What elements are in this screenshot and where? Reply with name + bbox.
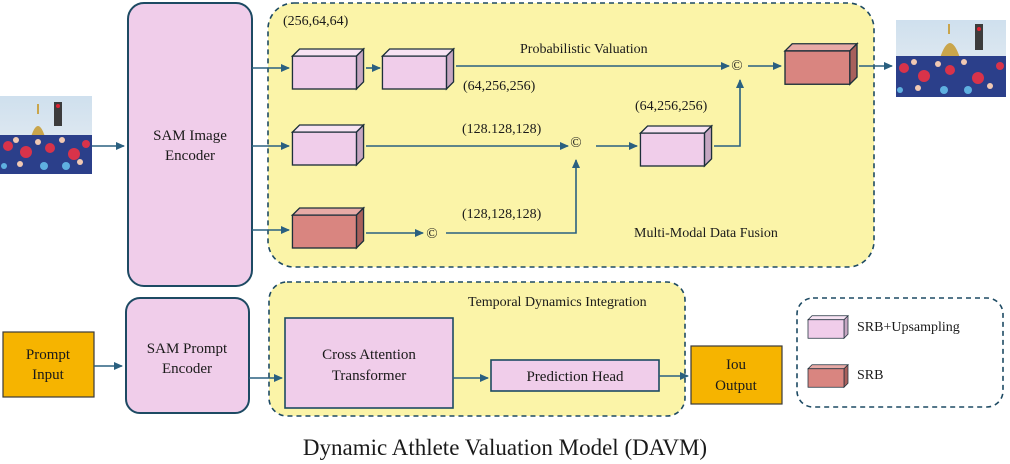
- dim-label-2: (64,256,256): [463, 79, 536, 94]
- prediction-head-label: Prediction Head: [526, 369, 624, 385]
- dim-label-4: (64,256,256): [635, 99, 708, 114]
- iou-output-label-2: Output: [715, 378, 758, 394]
- sam-image-encoder: SAM Image Encoder: [127, 2, 253, 287]
- concat-symbol-2: ©: [570, 135, 581, 151]
- legend-srb-upsampling-label: SRB+Upsampling: [857, 320, 960, 335]
- prompt-input-label-2: Input: [32, 367, 64, 383]
- bottom-arrows: [94, 362, 689, 382]
- output-image: [896, 20, 1006, 97]
- srb-upsampling-block-3: [291, 124, 365, 166]
- legend-srb-label: SRB: [857, 368, 883, 383]
- fusion-arrows: [92, 62, 893, 237]
- dim-label-3: (128.128,128): [462, 122, 542, 137]
- probabilistic-valuation-title: Probabilistic Valuation: [520, 42, 648, 57]
- concat-symbol-1: ©: [731, 58, 742, 74]
- fusion-panel: (256,64,64) Probabilistic Valuation (64,…: [267, 2, 875, 268]
- legend: SRB+Upsampling SRB: [796, 297, 1004, 408]
- temporal-panel-title: Temporal Dynamics Integration: [468, 295, 647, 310]
- sam-image-encoder-label-2: Encoder: [165, 148, 215, 164]
- concat-symbol-3: ©: [426, 226, 437, 242]
- iou-output: Iou Output: [690, 345, 783, 405]
- sam-prompt-encoder: SAM Prompt Encoder: [125, 297, 250, 414]
- dim-label-5: (128,128,128): [462, 207, 542, 222]
- srb-upsampling-block-4: [639, 125, 713, 167]
- cross-attention-label-1: Cross Attention: [322, 347, 416, 363]
- legend-red-cube: [807, 364, 849, 388]
- srb-upsampling-block-2: [381, 48, 455, 90]
- sam-prompt-encoder-label-2: Encoder: [162, 361, 212, 377]
- multi-modal-fusion-title: Multi-Modal Data Fusion: [634, 226, 778, 241]
- srb-block-output: [784, 43, 858, 85]
- cross-attention-label-2: Transformer: [332, 368, 406, 384]
- prompt-input-label-1: Prompt: [26, 347, 71, 363]
- srb-block-1: [291, 207, 365, 249]
- sam-prompt-encoder-label-1: SAM Prompt: [147, 341, 228, 357]
- prompt-input: Prompt Input: [2, 331, 95, 398]
- sam-image-encoder-label-1: SAM Image: [153, 128, 227, 144]
- figure-caption: Dynamic Athlete Valuation Model (DAVM): [303, 435, 707, 460]
- input-image: [0, 96, 92, 174]
- cross-attention-transformer: [284, 317, 454, 409]
- srb-upsampling-block-1: [291, 48, 365, 90]
- iou-output-label-1: Iou: [726, 357, 746, 373]
- dim-label-1: (256,64,64): [283, 14, 349, 29]
- legend-pink-cube: [807, 315, 849, 339]
- temporal-panel: Temporal Dynamics Integration Cross Atte…: [268, 281, 686, 417]
